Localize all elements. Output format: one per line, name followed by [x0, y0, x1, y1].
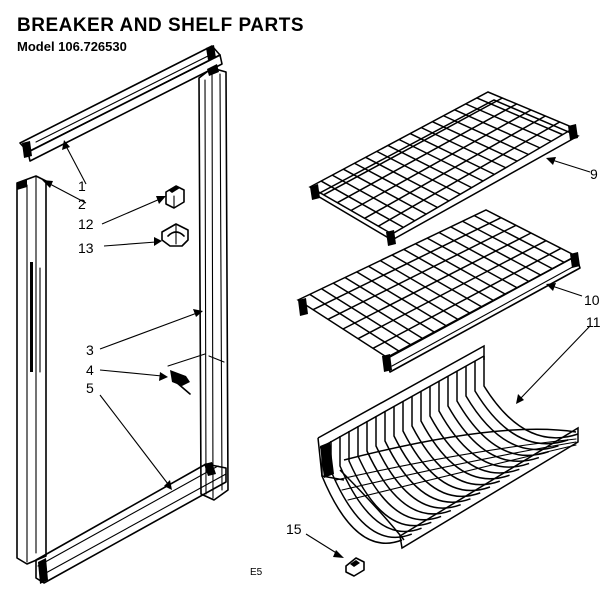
- part-clip-12: [165, 185, 185, 209]
- basket-rib: [366, 421, 452, 515]
- wire: [377, 121, 561, 227]
- basket-floor-wire: [347, 444, 577, 501]
- basket-rib: [438, 381, 530, 468]
- basket-floor-wire: [341, 441, 577, 491]
- basket-rib: [411, 396, 501, 486]
- drawing-code: E5: [250, 567, 263, 578]
- basket-rib: [330, 441, 413, 539]
- basket-rib: [384, 411, 471, 503]
- basket-rib: [402, 401, 491, 492]
- callout-10: 10: [584, 292, 600, 308]
- basket-floor-wire: [335, 438, 577, 481]
- diagram-title: BREAKER AND SHELF PARTS: [17, 15, 304, 36]
- wire: [323, 97, 503, 196]
- callout-1: 1: [78, 178, 86, 194]
- callout-3: 3: [86, 342, 94, 358]
- basket-rib: [483, 356, 579, 439]
- basket-rib: [321, 446, 403, 544]
- leader-lines: [42, 140, 591, 558]
- wire: [372, 247, 562, 349]
- wire: [364, 115, 546, 219]
- callout-labels: 1 2 12 13 3 4 5 9 10 11 15: [78, 166, 601, 537]
- wire: [342, 232, 532, 330]
- basket-rib: [465, 366, 559, 451]
- callout-15: 15: [286, 521, 302, 537]
- part-bracket-13: [161, 223, 189, 247]
- basket-rib: [420, 391, 510, 480]
- wire: [327, 224, 517, 321]
- callout-12: 12: [78, 216, 94, 232]
- wire: [312, 216, 502, 311]
- part-lower-wire-shelf: [296, 209, 581, 373]
- part-bottom-breaker-strip: [35, 462, 227, 584]
- wire: [357, 240, 547, 340]
- part-right-vertical-breaker: [198, 64, 229, 501]
- basket-rib: [474, 361, 569, 445]
- model-number: Model 106.726530: [17, 39, 127, 54]
- basket-rib: [348, 431, 432, 527]
- part-hinge-pin-4: [167, 353, 206, 395]
- basket-rib: [339, 436, 422, 533]
- callout-11: 11: [586, 314, 601, 330]
- callout-13: 13: [78, 240, 94, 256]
- callout-5: 5: [86, 380, 94, 396]
- wire: [336, 103, 518, 204]
- part-clip-15: [345, 557, 365, 577]
- part-upper-wire-shelf: [308, 91, 580, 246]
- part-left-vertical-breaker: [16, 175, 47, 565]
- basket-rib: [375, 416, 461, 509]
- part-wire-basket: [317, 344, 579, 550]
- wire: [350, 109, 532, 212]
- callout-9: 9: [590, 166, 598, 182]
- basket-rib: [357, 426, 442, 521]
- part-top-breaker-strip: [19, 45, 223, 162]
- callout-2: 2: [78, 196, 86, 212]
- basket-rib: [393, 406, 481, 498]
- callout-4: 4: [86, 362, 94, 378]
